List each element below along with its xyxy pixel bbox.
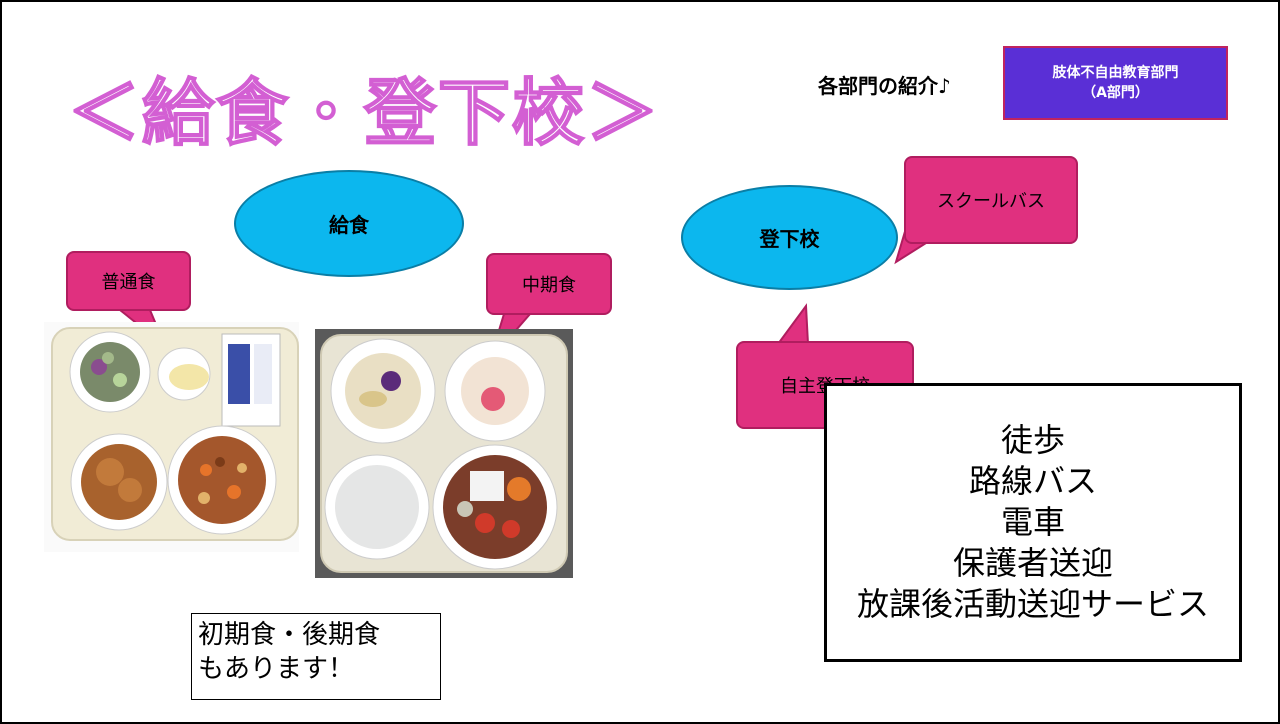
department-intro-label: 各部門の紹介♪ — [818, 74, 951, 98]
mid-stage-meal-callout: 中期食 — [486, 253, 612, 315]
school-bus-callout: スクールバス — [904, 156, 1078, 244]
commute-method-item: 徒歩 — [1000, 421, 1065, 459]
regular-meal-label: 普通食 — [101, 272, 156, 293]
school-bus-label: スクールバス — [937, 191, 1045, 212]
commute-ellipse: 登下校 — [681, 185, 898, 290]
department-code: （A部門） — [1082, 85, 1149, 101]
meal-types-note-line1: 初期食・後期食 — [198, 620, 381, 650]
regular-meal-callout: 普通食 — [66, 251, 191, 311]
commute-method-item: 電車 — [1000, 503, 1065, 541]
lunch-label: 給食 — [329, 213, 369, 237]
mid-stage-meal-label: 中期食 — [522, 275, 576, 296]
commute-method-item: 路線バス — [968, 462, 1097, 500]
regular-meal-photo — [44, 322, 299, 552]
commute-methods-box: 徒歩 路線バス 電車 保護者送迎 放課後活動送迎サービス — [824, 383, 1242, 662]
commute-label: 登下校 — [759, 227, 820, 251]
lunch-ellipse: 給食 — [234, 170, 464, 277]
department-name: 肢体不自由教育部門 — [1052, 65, 1179, 81]
commute-method-item: 保護者送迎 — [952, 544, 1113, 582]
meal-types-note: 初期食・後期食 もあります！ — [191, 613, 441, 700]
page-title: ＜給食・登下校＞ — [67, 70, 661, 156]
mid-stage-meal-photo — [315, 329, 573, 578]
commute-method-item: 放課後活動送迎サービス — [856, 585, 1209, 623]
meal-types-note-line2: もあります！ — [198, 654, 355, 684]
department-badge: 肢体不自由教育部門 （A部門） — [1003, 46, 1228, 120]
